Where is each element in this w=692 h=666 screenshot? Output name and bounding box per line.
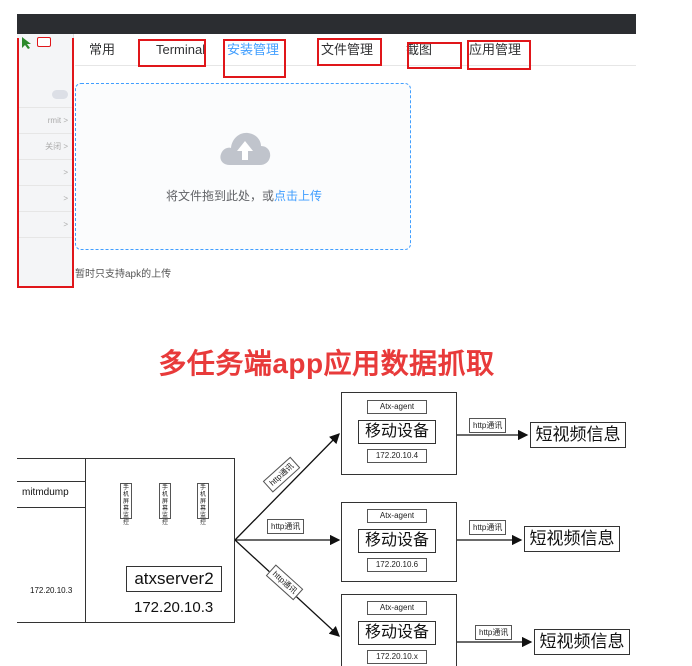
settings-row[interactable]: > bbox=[17, 160, 74, 186]
mobile-device-node: Atx-agent 移动设备 172.20.10.4 bbox=[341, 392, 457, 475]
highlight-box bbox=[223, 39, 286, 78]
cursor-tool-icon[interactable] bbox=[21, 36, 33, 49]
screen-monitor-box: 手机屏幕监控 bbox=[120, 483, 132, 526]
tab-screenshot[interactable]: 截图 bbox=[406, 42, 433, 57]
upload-dropzone[interactable]: 将文件拖到此处，或点击上传 bbox=[75, 83, 411, 250]
settings-row[interactable]: 关闭 > bbox=[17, 134, 74, 160]
device-name: 移动设备 bbox=[358, 420, 436, 444]
keyboard-icon[interactable] bbox=[37, 37, 51, 47]
upload-tip: 暂时只支持apk的上传 bbox=[75, 269, 172, 280]
tab-install-management[interactable]: 安装管理 bbox=[227, 42, 280, 57]
atxserver2-box: atxserver2 bbox=[126, 566, 222, 592]
device-control-panel: rmit > 关闭 > > > > 常用 Terminal 安装管理 文件管理 … bbox=[17, 14, 636, 288]
settings-row[interactable]: rmit > bbox=[17, 108, 74, 134]
link-label: http通讯 bbox=[267, 519, 305, 534]
highlight-box bbox=[138, 39, 206, 67]
window-titlebar bbox=[17, 14, 636, 34]
mitmdump-label: mitmdump bbox=[22, 487, 69, 498]
output-box: 短视频信息 bbox=[534, 629, 630, 655]
device-ip: 172.20.10.6 bbox=[367, 558, 427, 572]
tab-terminal[interactable]: Terminal bbox=[156, 42, 206, 57]
server-ip: 172.20.10.3 bbox=[134, 599, 214, 616]
proxy-ip: 172.20.10.3 bbox=[30, 586, 73, 595]
settings-row[interactable]: > bbox=[17, 212, 74, 238]
upload-prompt: 将文件拖到此处，或点击上传 bbox=[76, 187, 412, 204]
highlight-box bbox=[467, 40, 531, 70]
device-name: 移动设备 bbox=[358, 529, 436, 553]
upload-prompt-text: 将文件拖到此处，或 bbox=[165, 189, 274, 203]
click-upload-link[interactable]: 点击上传 bbox=[274, 189, 323, 203]
link-label: http通讯 bbox=[475, 625, 513, 640]
toggle-switch[interactable] bbox=[52, 90, 68, 99]
tab-app-management[interactable]: 应用管理 bbox=[469, 42, 522, 57]
output-box: 短视频信息 bbox=[530, 422, 626, 448]
tab-common[interactable]: 常用 bbox=[89, 42, 116, 57]
device-ip: 172.20.10.4 bbox=[367, 449, 427, 463]
screen-monitor-box: 手机屏幕监控 bbox=[197, 483, 209, 526]
device-name: 移动设备 bbox=[358, 621, 436, 645]
mobile-device-node: Atx-agent 移动设备 172.20.10.x bbox=[341, 594, 457, 666]
atx-agent-box: Atx-agent bbox=[367, 601, 427, 615]
atx-agent-box: Atx-agent bbox=[367, 509, 427, 523]
cloud-upload-icon bbox=[218, 129, 272, 167]
link-label: http通讯 bbox=[469, 418, 507, 433]
atx-agent-box: Atx-agent bbox=[367, 400, 427, 414]
architecture-diagram: 多任务端app应用数据抓取 mitmdump 172.20.10.3 手机屏幕监… bbox=[17, 330, 636, 666]
proxy-host-panel: mitmdump 172.20.10.3 bbox=[17, 459, 86, 622]
screen-monitor-box: 手机屏幕监控 bbox=[159, 483, 171, 526]
tab-file-management[interactable]: 文件管理 bbox=[321, 42, 374, 57]
link-label: http通讯 bbox=[469, 520, 507, 535]
highlight-box bbox=[317, 38, 382, 66]
diagram-title: 多任务端app应用数据抓取 bbox=[158, 348, 495, 379]
mobile-device-node: Atx-agent 移动设备 172.20.10.6 bbox=[341, 502, 457, 582]
output-box: 短视频信息 bbox=[524, 526, 620, 552]
highlight-box bbox=[407, 42, 462, 69]
settings-row[interactable]: > bbox=[17, 186, 74, 212]
server-host-block: mitmdump 172.20.10.3 手机屏幕监控 手机屏幕监控 手机屏幕监… bbox=[17, 458, 235, 623]
highlight-frame bbox=[17, 38, 74, 288]
settings-row[interactable] bbox=[17, 82, 74, 108]
connector-lines bbox=[234, 429, 533, 648]
device-ip: 172.20.10.x bbox=[367, 650, 427, 664]
